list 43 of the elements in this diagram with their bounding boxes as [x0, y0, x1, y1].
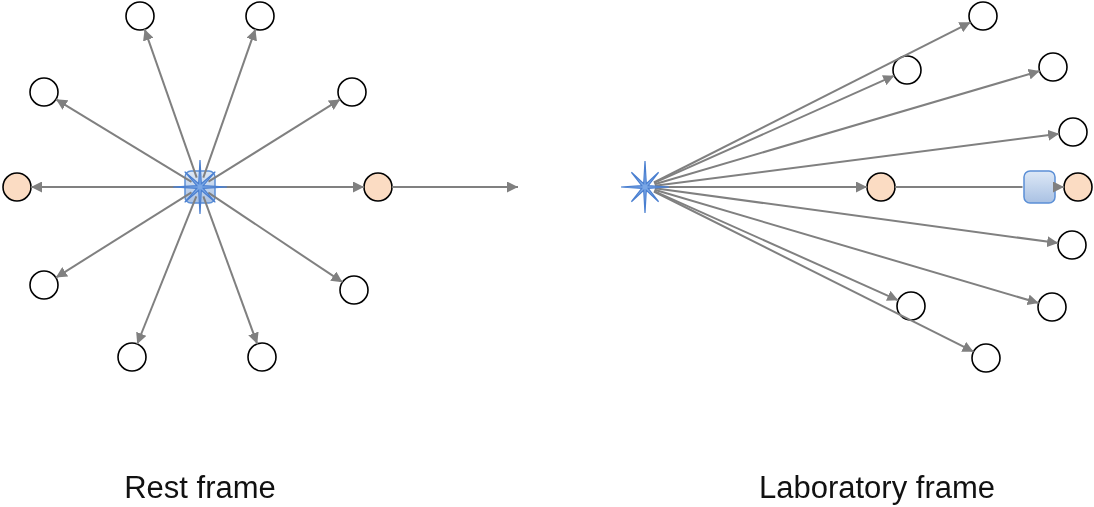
particle-circle — [247, 342, 277, 372]
arrow — [653, 187, 1060, 248]
arrow — [653, 74, 896, 184]
frame-caption: Rest frame — [124, 470, 276, 506]
arrow — [653, 68, 1041, 186]
arrow — [391, 181, 519, 193]
star-burst — [621, 161, 669, 213]
particle-circle — [968, 1, 998, 31]
arrow — [143, 28, 198, 179]
arrow — [207, 98, 342, 183]
particle-circle — [866, 172, 896, 202]
particle-circle — [892, 55, 922, 85]
arrow — [653, 129, 1061, 187]
arrow — [55, 98, 193, 183]
particle-circle — [1057, 230, 1087, 260]
arrow — [207, 191, 344, 284]
arrow — [136, 195, 198, 345]
particle-circle — [1058, 117, 1088, 147]
star-burst — [173, 160, 227, 214]
arrow — [54, 191, 193, 279]
arrow — [202, 195, 259, 345]
nucleus-square — [1022, 170, 1056, 204]
particle-circle — [125, 1, 155, 31]
particle-circle — [363, 172, 393, 202]
arrow — [652, 21, 972, 184]
particle-circle — [29, 270, 59, 300]
particle-circle — [1063, 172, 1093, 202]
particle-circle — [117, 342, 147, 372]
particle-circle — [896, 291, 926, 321]
particle-circle — [2, 172, 32, 202]
arrow — [652, 190, 975, 353]
particle-circle — [29, 77, 59, 107]
arrow — [202, 28, 257, 179]
particle-circle — [1038, 52, 1068, 82]
particle-circle — [1037, 292, 1067, 322]
particle-circle — [337, 77, 367, 107]
frame-caption: Laboratory frame — [758, 470, 996, 506]
particle-circle — [971, 343, 1001, 373]
particle-circle — [339, 275, 369, 305]
particle-circle — [245, 1, 275, 31]
arrow — [1053, 181, 1065, 193]
arrow — [653, 190, 900, 302]
arrow — [653, 188, 1040, 306]
